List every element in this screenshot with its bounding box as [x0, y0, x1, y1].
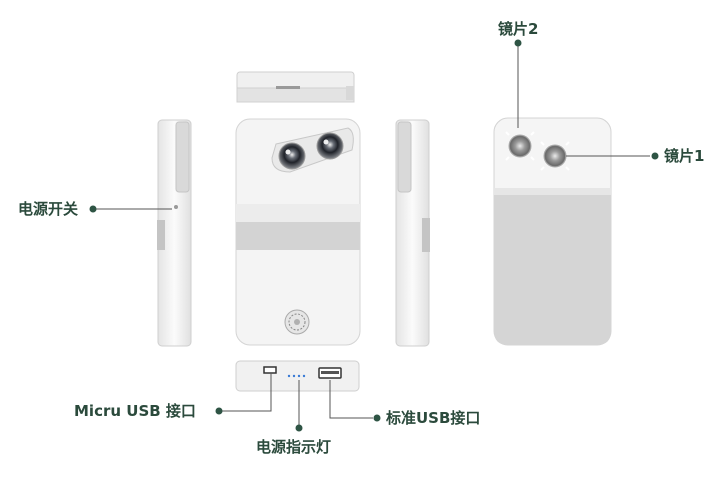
label-lens2: 镜片2: [498, 20, 539, 38]
leader-dots: [89, 39, 659, 432]
left-side-view: [157, 119, 192, 347]
leader-lines: [96, 40, 650, 425]
front-view: [235, 118, 361, 346]
label-power-switch: 电源开关: [18, 200, 79, 218]
label-power-indicator: 电源指示灯: [256, 438, 332, 456]
bottom-view: [235, 360, 360, 392]
label-micro-usb: Micru USB 接口: [74, 402, 196, 420]
label-std-usb: 标准USB接口: [386, 409, 481, 427]
top-view: [236, 71, 355, 103]
right-side-view: [395, 119, 430, 347]
back-view: [493, 117, 612, 346]
label-lens1: 镜片1: [664, 147, 705, 165]
